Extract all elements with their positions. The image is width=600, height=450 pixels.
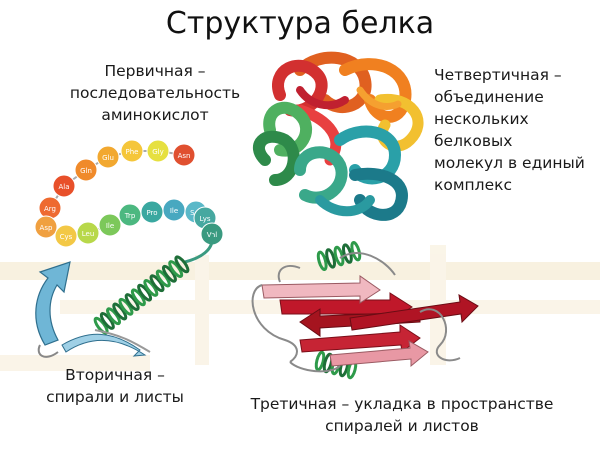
amino-acid-bead (52, 174, 76, 198)
tertiary-label-line: спиралей и листов (325, 417, 479, 435)
amino-acid-label: Asp (40, 224, 53, 232)
tertiary-structure-label: Третичная – укладка в пространстве спира… (232, 393, 572, 437)
primary-structure-label: Первичная – последовательность аминокисл… (60, 60, 250, 126)
primary-label-line: последовательность (69, 84, 241, 102)
amino-acid-label: Cys (60, 233, 73, 241)
helix-turn (112, 302, 128, 321)
amino-acid-bead (172, 143, 196, 167)
helix-turn (155, 269, 171, 288)
helix-turn (99, 312, 115, 330)
secondary-structure-label: Вторичная – спирали и листы (30, 364, 200, 408)
loop-1 (251, 284, 298, 363)
quaternary-structure-figure (253, 51, 424, 221)
amino-acid-bead (146, 139, 170, 163)
amino-acid-label: Gly (152, 148, 164, 156)
helix-turn (106, 307, 122, 326)
helix-turn (174, 255, 190, 274)
beta-sheet-arrow (35, 261, 71, 346)
beta-sheet-arrow-2 (61, 333, 147, 357)
primary-label-line: аминокислот (101, 106, 209, 124)
amino-acid-label: Ala (58, 183, 69, 191)
amino-acid-label: Ile (106, 222, 114, 230)
quaternary-label-line: объединение (434, 88, 544, 106)
quaternary-structure-label: Четвертичная – объединение нескольких бе… (434, 64, 585, 196)
primary-label-line: Первичная – (104, 62, 206, 80)
helix-turn (316, 250, 328, 271)
amino-acid-bead (74, 158, 98, 182)
tertiary-helix-top (316, 241, 362, 271)
page-title: Структура белка (165, 6, 435, 41)
sheet-arrow-dark-3 (349, 294, 479, 331)
amino-acid-label: Pro (146, 209, 157, 217)
sheet-arrow-pink-2 (329, 340, 429, 368)
quaternary-label-line: нескольких (434, 110, 529, 128)
helix-turn (124, 293, 140, 311)
helix-turn (149, 274, 165, 293)
loop (37, 344, 59, 358)
amino-acid-label: Arg (44, 205, 56, 213)
amino-acid-label: Phe (126, 148, 139, 156)
tertiary-structure-figure (251, 241, 479, 380)
quaternary-label-line: комплекс (434, 176, 512, 194)
amino-acid-label: Trp (124, 212, 136, 220)
helix-turn (333, 245, 345, 267)
amino-acid-bead (120, 139, 144, 163)
quaternary-label-line: белковых (434, 132, 513, 150)
secondary-structure-figure (35, 255, 190, 358)
amino-acid-bead (34, 215, 58, 239)
secondary-label-line: спирали и листы (46, 388, 184, 406)
helix-tail (94, 329, 151, 353)
amino-acid-label: Leu (82, 230, 95, 238)
helix-turn (118, 297, 134, 316)
amino-acid-bead (96, 145, 120, 169)
loop-3 (289, 361, 341, 373)
amino-acid-label: Ile (170, 207, 178, 215)
alpha-helix (93, 255, 190, 335)
amino-acid-label: Asn (178, 152, 191, 160)
helix-turn (161, 264, 177, 283)
helix-turn (314, 350, 326, 372)
helix-turn (168, 260, 184, 278)
loop-5 (277, 264, 301, 283)
amino-acid-label: Lys (199, 215, 210, 223)
helix-turn (143, 279, 159, 297)
helix-turn (137, 283, 153, 302)
quaternary-label-line: Четвертичная – (434, 66, 562, 84)
helix-turn (325, 248, 337, 269)
sheet-arrow-pink-1 (261, 275, 381, 304)
helix-turn (350, 241, 362, 262)
helix-turn (130, 288, 146, 307)
quaternary-label-line: молекул в единый (434, 154, 585, 172)
secondary-label-line: Вторичная – (65, 366, 165, 384)
amino-acid-label: Glu (102, 154, 114, 162)
amino-acid-label: Gln (80, 167, 92, 175)
tertiary-label-line: Третичная – укладка в пространстве (250, 395, 554, 413)
loop-2 (419, 308, 461, 362)
amino-acid-bead (98, 213, 122, 237)
amino-acid-bead (76, 221, 100, 245)
loop-4 (339, 252, 396, 276)
